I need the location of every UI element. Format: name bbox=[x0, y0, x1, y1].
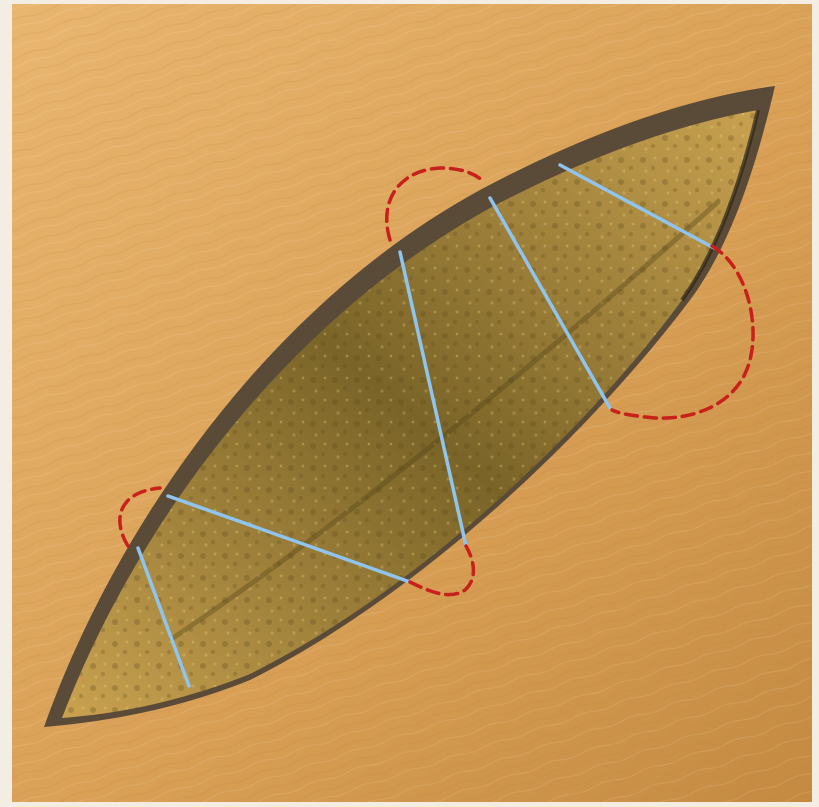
figure-stage bbox=[0, 0, 819, 807]
wound-illustration bbox=[0, 0, 819, 807]
